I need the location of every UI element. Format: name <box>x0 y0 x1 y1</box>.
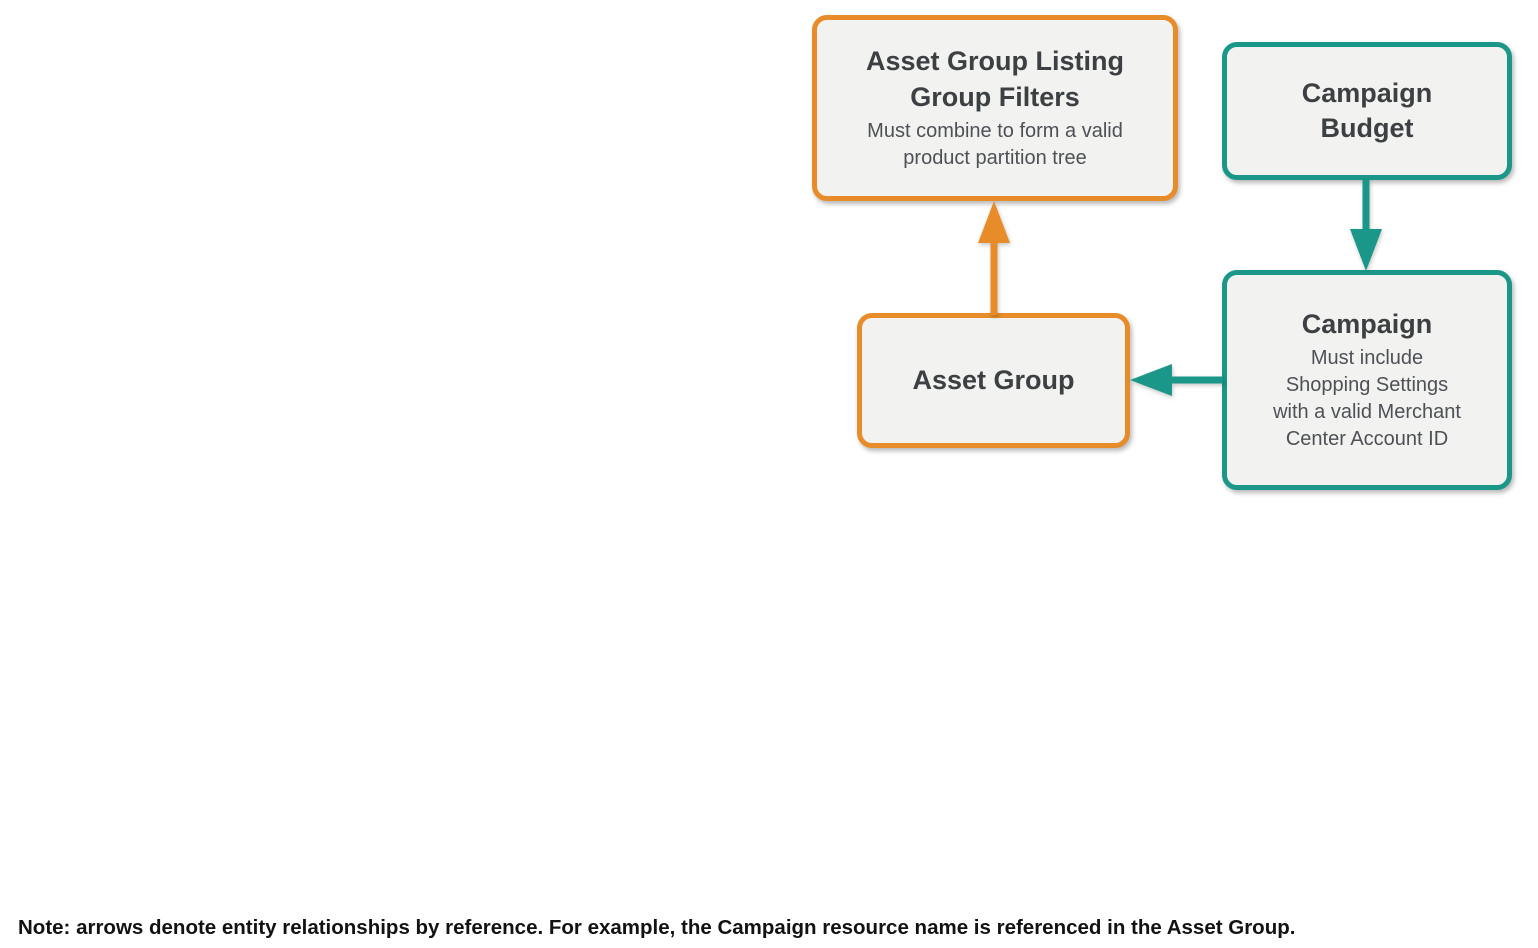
node-subtitle: Must combine to form a valid product par… <box>867 119 1123 169</box>
arrow-up-asset-group-to-listing-filters-icon <box>978 201 1010 315</box>
note-text: Note: arrows denote entity relationships… <box>18 916 1296 939</box>
node-title: Campaign Budget <box>1301 77 1433 143</box>
node-title: Campaign <box>1301 308 1433 339</box>
arrow-left-campaign-to-asset-group-icon <box>1130 364 1223 396</box>
node-title: Asset Group Listing Group Filters <box>865 46 1125 112</box>
node-campaign-budget: Campaign Budget <box>1222 42 1512 180</box>
node-asset-group-listing-group-filters: Asset Group Listing Group Filters Must c… <box>812 15 1178 201</box>
node-campaign: Campaign Must include Shopping Settings … <box>1222 270 1512 490</box>
node-asset-group: Asset Group <box>857 313 1130 448</box>
node-subtitle: Must include Shopping Settings with a va… <box>1273 347 1461 451</box>
node-title: Asset Group <box>912 364 1075 395</box>
arrow-down-campaign-budget-to-campaign-icon <box>1350 180 1382 271</box>
